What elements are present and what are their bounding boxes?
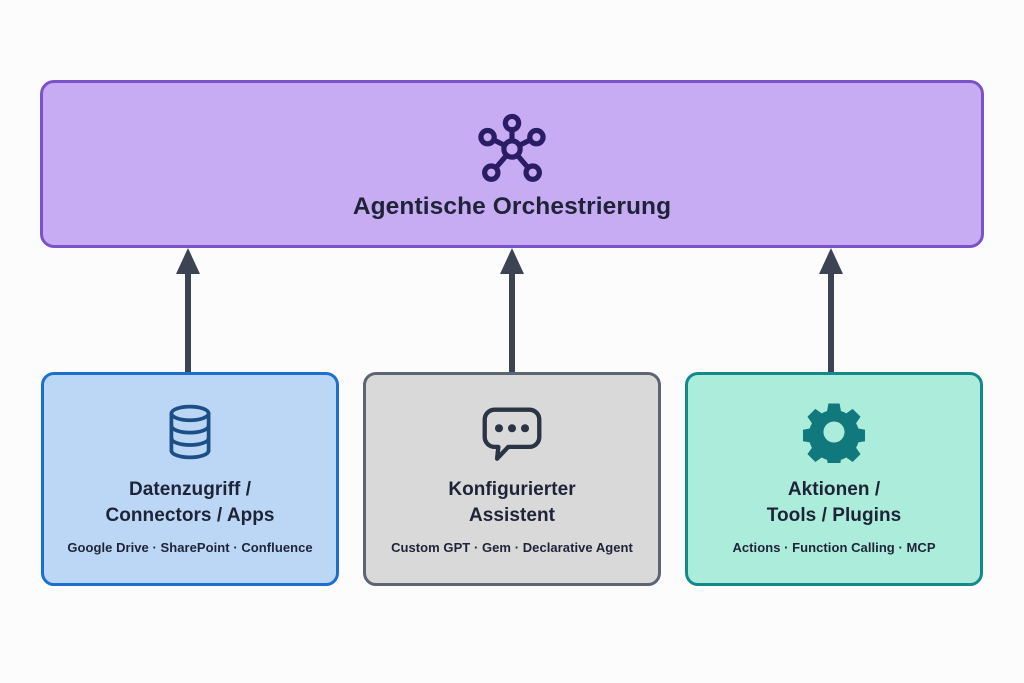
arrow-data-to-orchestration — [175, 248, 201, 374]
arrow-actions-to-orchestration — [818, 248, 844, 374]
database-icon — [159, 401, 221, 463]
arrow-assistant-to-orchestration — [499, 248, 525, 374]
gear-icon — [802, 401, 866, 468]
card-configured-assistant: Konfigurierter Assistent Custom GPT · Ge… — [363, 372, 661, 586]
card-title: Datenzugriff / Connectors / Apps — [105, 479, 275, 527]
card-actions-tools: Aktionen / Tools / Plugins Actions · Fun… — [685, 372, 983, 586]
card-subtitle: Custom GPT · Gem · Declarative Agent — [391, 540, 633, 556]
card-title: Konfigurierter Assistent — [448, 479, 576, 527]
card-subtitle: Actions · Function Calling · MCP — [732, 540, 936, 556]
chat-bubble-icon — [481, 401, 543, 463]
orchestration-box: Agentische Orchestrierung — [40, 80, 984, 248]
orchestration-title: Agentische Orchestrierung — [352, 192, 672, 220]
card-subtitle: Google Drive · SharePoint · Confluence — [67, 540, 313, 556]
card-title: Aktionen / Tools / Plugins — [766, 479, 902, 527]
hub-network-icon — [475, 112, 549, 186]
card-data-access: Datenzugriff / Connectors / Apps Google … — [41, 372, 339, 586]
